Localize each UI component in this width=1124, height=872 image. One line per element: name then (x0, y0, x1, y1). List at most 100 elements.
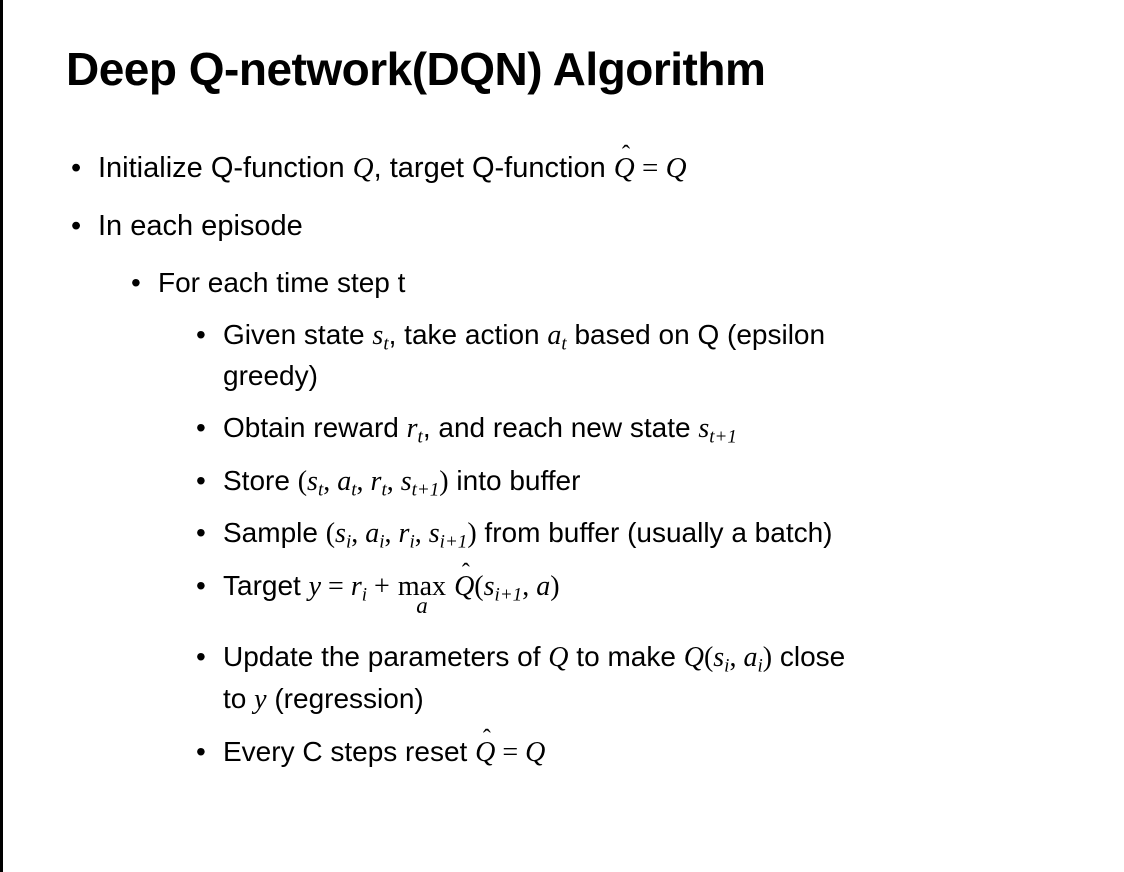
bullet-icon: • (71, 152, 82, 185)
math-operator: ) (439, 465, 449, 497)
math-operator: , (351, 518, 366, 550)
text-run: Every C steps reset (223, 735, 476, 767)
text-run: Sample (223, 517, 326, 549)
max-under-variable: a (416, 593, 428, 619)
list-item: •Sample (si, ai, ri, si+1) from buffer (… (196, 513, 1076, 555)
text-run: , take action (388, 318, 548, 350)
math-operator: ) (467, 518, 477, 550)
math-symbol-subscripted: ri (398, 518, 415, 553)
text-run: from buffer (usually a batch) (476, 517, 833, 549)
math-subscript: t+1 (709, 426, 737, 448)
bullet-icon: • (131, 267, 141, 299)
math-operator: , (414, 518, 429, 550)
math-operator (447, 571, 454, 602)
list-item: •Store (st, at, rt, st+1) into buffer (196, 461, 1076, 503)
math-subscript: t (351, 479, 357, 501)
math-subscript: t (317, 479, 324, 501)
text-run: Obtain reward (223, 412, 407, 444)
list-item: •Initialize Q-function Q, target Q-funct… (71, 141, 1076, 189)
bullet-icon: • (196, 569, 206, 601)
math-symbol-subscripted: ri (350, 570, 368, 606)
text-run: close (772, 641, 846, 673)
math-subscript: i (379, 531, 385, 553)
text-run: to make (568, 641, 684, 673)
math-subscript: t (417, 426, 423, 448)
math-symbol: Q (665, 152, 687, 185)
math-subscript: t (381, 479, 387, 501)
text-run: based on Q (epsilon (566, 318, 826, 350)
bullet-icon: • (196, 517, 206, 549)
list-item-text: Store (st, at, rt, st+1) into buffer (223, 461, 1076, 503)
math-subscript: i (724, 656, 730, 678)
bullet-icon: • (196, 318, 206, 350)
math-symbol-subscripted: st+1 (698, 413, 737, 448)
math-operator: ( (703, 642, 714, 674)
hat-accent: ˆ (621, 141, 631, 169)
math-symbol-subscripted: st+1 (400, 465, 440, 501)
math-subscript: t (383, 333, 389, 355)
bullet-icon: • (71, 210, 82, 243)
max-word: max (397, 570, 447, 602)
list-item: • For each time step t (131, 263, 1076, 304)
text-run: , target Q-function (373, 152, 614, 185)
math-subscript: i+1 (439, 531, 468, 553)
bullet-icon: • (196, 641, 206, 673)
math-symbol-subscripted: si (713, 642, 730, 678)
math-operator: ( (297, 465, 308, 497)
math-symbol-subscripted: rt (370, 465, 387, 501)
math-symbol-subscripted: at (337, 465, 357, 501)
math-symbol: Q (475, 736, 496, 768)
math-subscript: i+1 (494, 584, 523, 606)
math-symbol: Q (352, 152, 374, 185)
math-symbol-subscripted: at (547, 319, 567, 355)
math-symbol-subscripted: st (307, 465, 324, 501)
math-symbol: Q (548, 642, 569, 674)
math-symbol: y (254, 684, 267, 716)
list-item: •Update the parameters of Q to make Q(si… (196, 637, 1076, 720)
list-item-text: Initialize Q-function Q, target Q-functi… (98, 141, 1076, 189)
math-operator: = (321, 570, 351, 602)
math-operator: ) (550, 570, 560, 602)
text-run: to (223, 683, 255, 715)
math-symbol: Q (525, 736, 546, 768)
math-operator: , (386, 465, 401, 497)
list-item-text: Given state st, take action at based on … (223, 315, 1076, 397)
math-symbol-subscripted: si+1 (428, 518, 468, 553)
text-run: In each episode (98, 210, 303, 243)
math-symbol-subscripted: st (372, 319, 389, 355)
math-symbol-subscripted: si+1 (483, 570, 523, 606)
list-item: •Obtain reward rt, and reach new state s… (196, 408, 1076, 450)
math-subscript: i (757, 656, 763, 678)
list-item: • In each episode (71, 205, 1076, 247)
text-run: Store (223, 464, 298, 496)
math-symbol: a (536, 570, 551, 602)
math-symbol-subscripted: rt (406, 413, 423, 448)
bullet-icon: • (196, 735, 206, 767)
math-subscript: i (345, 531, 352, 553)
math-operator: , (729, 642, 744, 674)
list-item-text: For each time step t (158, 263, 1076, 304)
math-subscript: t+1 (411, 479, 440, 501)
math-operator: = (495, 736, 526, 768)
list-item: • Given state st, take action at based on… (196, 315, 1076, 397)
text-run: Update the parameters of (223, 641, 549, 673)
math-symbol: Q (454, 570, 475, 602)
text-run: Initialize Q-function (98, 152, 353, 185)
bullet-icon: • (196, 412, 206, 444)
list-item-text: In each episode (98, 205, 1076, 247)
math-operator: = (634, 152, 666, 185)
slide-content: Deep Q-network(DQN) Algorithm •Initializ… (3, 0, 1124, 872)
math-operator: ( (474, 570, 484, 602)
text-run: greedy) (223, 360, 318, 392)
math-operator: , (356, 465, 371, 497)
math-operator: ( (325, 518, 336, 550)
math-subscript: i (409, 531, 415, 553)
text-run: For each time step t (158, 267, 406, 299)
text-run: Given state (223, 318, 373, 350)
